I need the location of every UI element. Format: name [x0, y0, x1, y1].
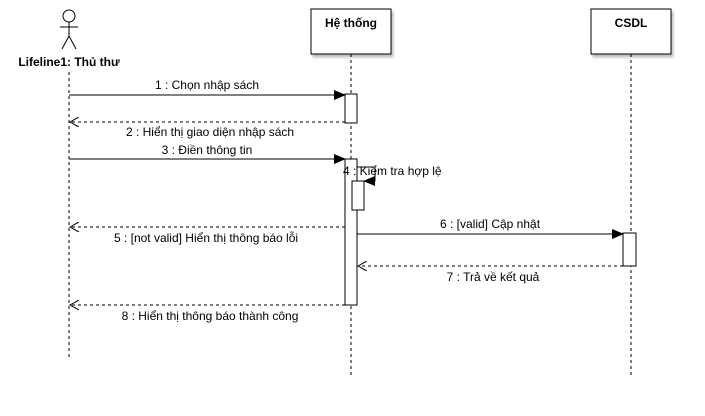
message-5-label: 5 : [not valid] Hiển thị thông báo lỗi: [114, 230, 298, 245]
message-6[interactable]: 6 : [valid] Cập nhật: [357, 217, 624, 239]
activation-system-1: [344, 93, 358, 124]
lifeline-system[interactable]: Hệ thống: [310, 8, 392, 55]
message-2-label: 2 : Hiển thị giao diện nhập sách: [126, 125, 294, 139]
message-7-label: 7 : Trả về kết quả: [447, 270, 540, 284]
message-5[interactable]: 5 : [not valid] Hiển thị thông báo lỗi: [70, 227, 345, 245]
message-8[interactable]: 8 : Hiển thị thông báo thành công: [70, 305, 345, 323]
message-1[interactable]: 1 : Chọn nhập sách: [69, 78, 346, 100]
actor-librarian[interactable]: Lifeline1: Thủ thư: [18, 9, 120, 69]
message-1-label: 1 : Chọn nhập sách: [155, 78, 259, 92]
message-3-label: 3 : Điền thông tin: [162, 143, 253, 157]
message-8-label: 8 : Hiển thị thông báo thành công: [122, 309, 299, 323]
message-3[interactable]: 3 : Điền thông tin: [69, 143, 346, 164]
message-6-label: 6 : [valid] Cập nhật: [440, 217, 541, 231]
message-2[interactable]: 2 : Hiển thị giao diện nhập sách: [70, 122, 345, 139]
message-4-label: 4 : Kiểm tra hợp lệ: [343, 164, 442, 178]
lifeline-db-title: CSDL: [615, 16, 648, 30]
lifeline-db[interactable]: CSDL: [590, 8, 672, 55]
actor-name: Lifeline1: Thủ thư: [18, 55, 120, 69]
activation-db: [622, 232, 637, 267]
message-4[interactable]: 4 : Kiểm tra hợp lệ: [343, 164, 442, 186]
message-7[interactable]: 7 : Trả về kết quả: [358, 266, 623, 284]
lifeline-system-header: [310, 8, 392, 55]
stick-figure-icon: [60, 9, 78, 50]
activation-system-self: [351, 180, 365, 211]
lifeline-system-title: Hệ thống: [325, 16, 377, 30]
